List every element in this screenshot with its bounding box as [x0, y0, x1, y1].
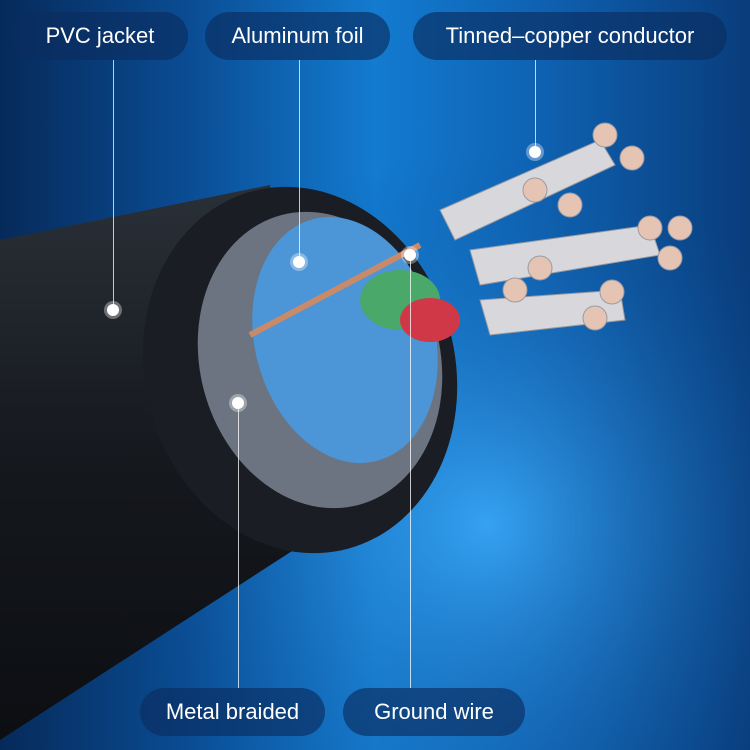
conductor-strands: [439, 122, 693, 336]
label-pvc-jacket: PVC jacket: [12, 12, 188, 60]
aluminum-foil-leader: [299, 60, 300, 262]
pvc-jacket-marker: [107, 304, 119, 316]
aluminum-foil-marker: [293, 256, 305, 268]
ground-wire: [248, 242, 422, 338]
label-aluminum-foil: Aluminum foil: [205, 12, 390, 60]
ground-wire-leader: [410, 255, 411, 688]
label-ground-wire: Ground wire: [343, 688, 525, 736]
label-tinned-copper-conductor: Tinned–copper conductor: [413, 12, 727, 60]
pvc-jacket-leader: [113, 60, 114, 310]
ground-wire-marker: [404, 249, 416, 261]
metal-braided-marker: [232, 397, 244, 409]
label-metal-braided: Metal braided: [140, 688, 325, 736]
conductor-marker: [529, 146, 541, 158]
conductor-leader: [535, 60, 536, 152]
metal-braided-leader: [238, 403, 239, 688]
